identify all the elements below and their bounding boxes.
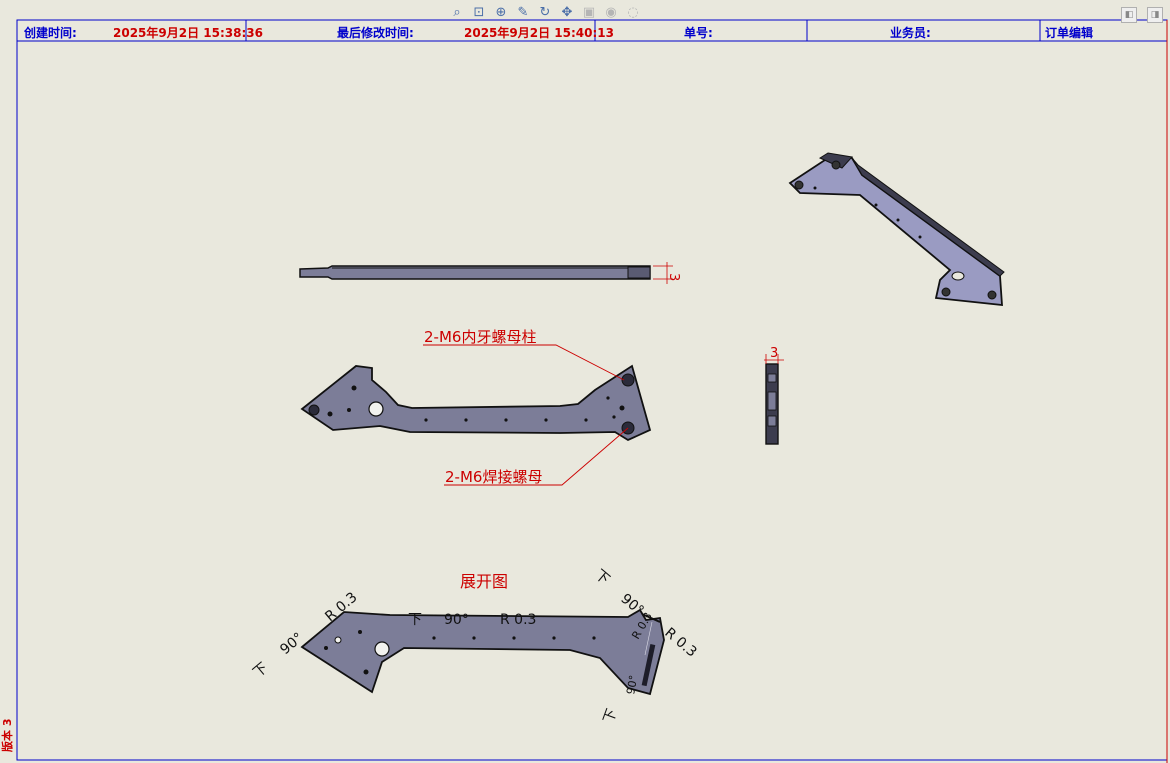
hide-show-icon[interactable]: ◌ (627, 5, 639, 20)
top-view[interactable] (299, 262, 673, 284)
bend-mid-angle: 90° (444, 612, 469, 628)
thickness-dim-top: 3 (666, 273, 681, 281)
isometric-view[interactable] (788, 152, 1005, 307)
create-time-value: 2025年9月2日 15:38:36 (113, 26, 263, 40)
view-orientation-icon[interactable]: ▣ (582, 5, 596, 20)
order-no-label: 单号: (684, 26, 713, 40)
side-view[interactable] (764, 354, 784, 445)
maximize-window-icon[interactable]: ◨ (1147, 7, 1163, 23)
nut-post-leader (423, 344, 625, 381)
pan-icon[interactable]: ✥ (561, 5, 573, 20)
bend-mid-radius: R 0.3 (500, 612, 536, 628)
bend-right-top-radius: R 0.3 (661, 625, 699, 661)
zoom-in-out-icon[interactable]: ⊕ (495, 5, 507, 20)
nut-post-callout: 2-M6内牙螺母柱 (424, 328, 536, 346)
heads-up-toolbar: ⌕ ⊡ ⊕ ✎ ↻ ✥ ▣ ◉ ◌ (448, 4, 642, 22)
thickness-dim-side: 3 (770, 346, 778, 361)
modified-time-value: 2025年9月2日 15:40:13 (464, 26, 614, 40)
weld-nut-leader (444, 427, 629, 486)
zoom-to-fit-icon[interactable]: ⌕ (453, 5, 461, 20)
zoom-area-icon[interactable]: ⊡ (473, 5, 485, 20)
flat-pattern-view[interactable] (300, 608, 665, 696)
modified-time-label: 最后修改时间: (337, 26, 414, 40)
front-view[interactable] (300, 364, 652, 442)
salesperson-label: 业务员: (890, 26, 931, 40)
bend-right-bottom-angle: 90° (624, 674, 640, 695)
bend-right-bottom-dir: 下 (601, 707, 621, 726)
select-icon[interactable]: ✎ (517, 5, 529, 20)
rotate-icon[interactable]: ↻ (539, 5, 551, 20)
weld-nut-callout: 2-M6焊接螺母 (445, 468, 542, 486)
bend-mid-dir: 下 (408, 612, 422, 628)
bend-left-dir: 下 (250, 660, 271, 681)
flat-pattern-title: 展开图 (460, 572, 508, 591)
display-style-icon[interactable]: ◉ (605, 5, 617, 20)
bend-right-top-dir: 下 (591, 567, 612, 588)
corner-text: 订单编辑 (1045, 26, 1094, 40)
create-time-label: 创建时间: (24, 26, 77, 40)
restore-window-icon[interactable]: ◧ (1121, 7, 1137, 23)
bend-left-angle: 90° (277, 630, 306, 658)
